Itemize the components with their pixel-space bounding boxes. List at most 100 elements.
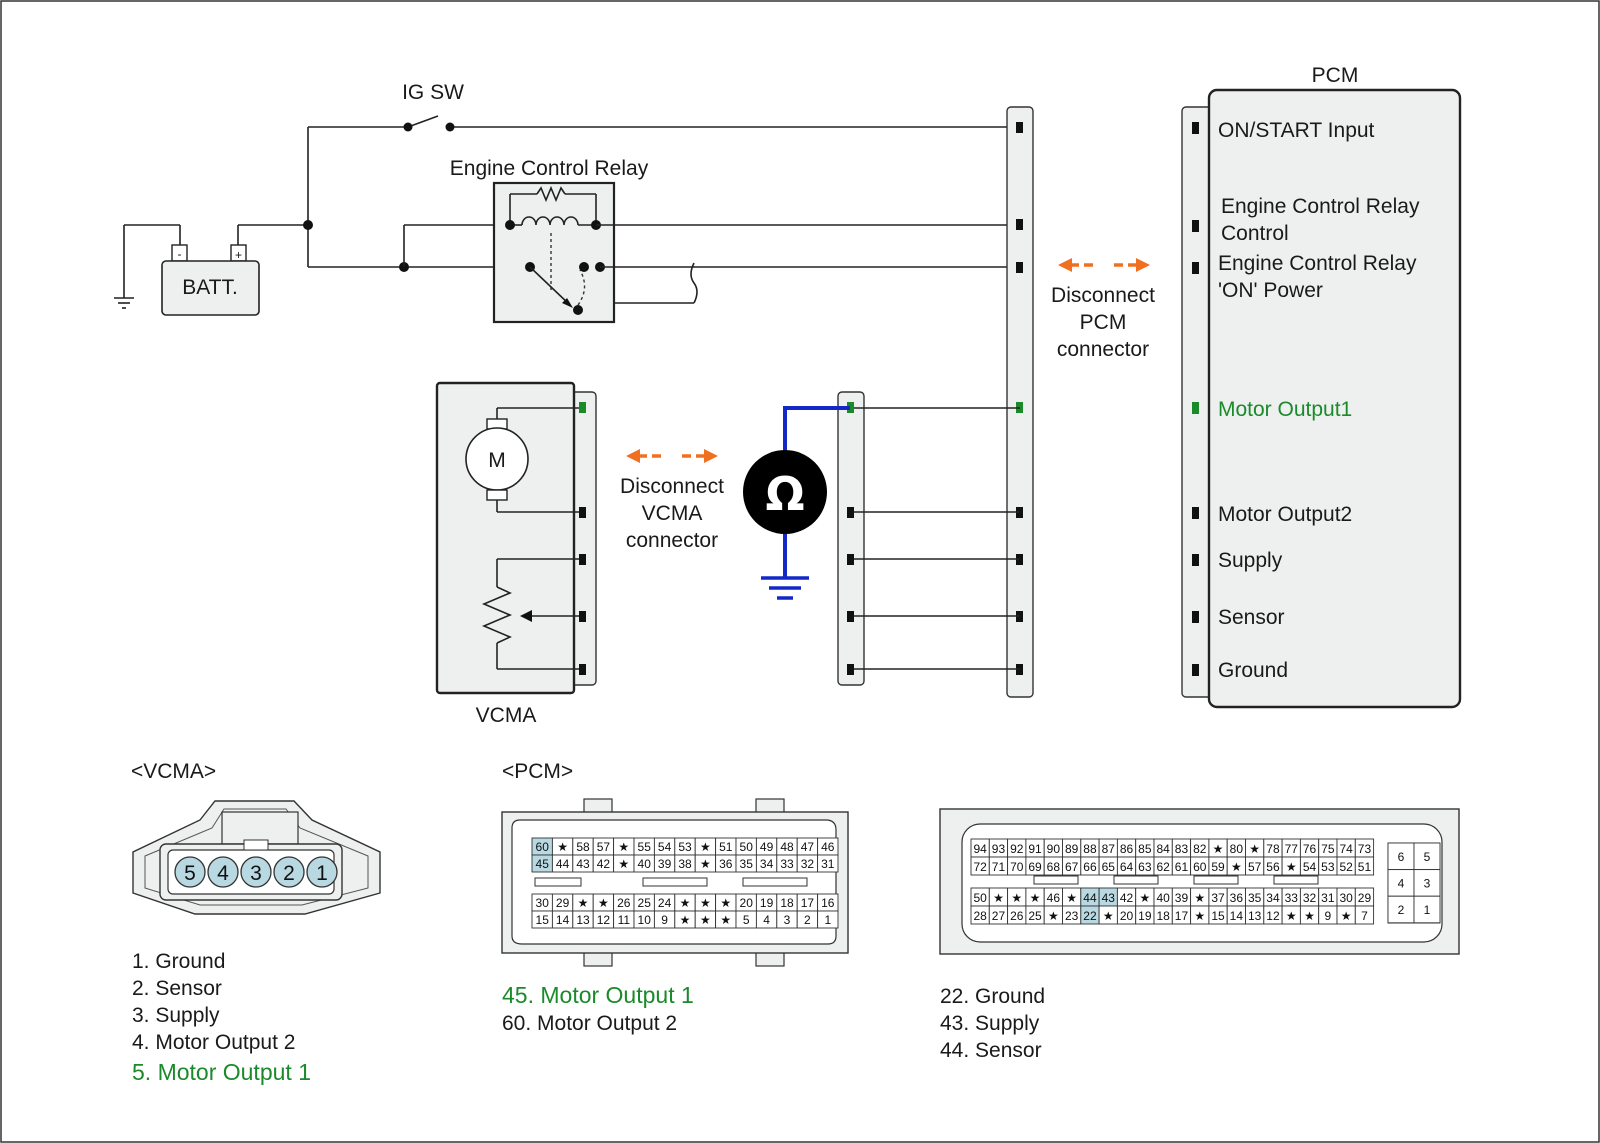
disconnect-vcma-line3: connector bbox=[626, 529, 718, 552]
pcm-a-pin-unused: ★ bbox=[694, 910, 717, 929]
svg-text:★: ★ bbox=[578, 896, 589, 910]
svg-text:3: 3 bbox=[250, 862, 262, 885]
pcm-legend-a-1: 45. Motor Output 1 bbox=[502, 982, 694, 1008]
engine-control-relay bbox=[492, 181, 1020, 324]
svg-text:★: ★ bbox=[1286, 860, 1297, 874]
vcma-pin-4: 4 bbox=[207, 856, 239, 888]
relay-label: Engine Control Relay bbox=[450, 157, 649, 180]
pcm-b-pin-69: 69 bbox=[1025, 856, 1045, 876]
pcm-a-pin-unused: ★ bbox=[613, 837, 635, 856]
pcm-a-pin-unused: ★ bbox=[715, 893, 737, 912]
pcm-b-pin-22: 22 bbox=[1080, 905, 1100, 925]
pcm-b-side-pin-4: 4 bbox=[1387, 869, 1415, 897]
svg-text:46: 46 bbox=[1047, 891, 1061, 905]
svg-text:77: 77 bbox=[1285, 842, 1299, 856]
svg-text:34: 34 bbox=[760, 857, 774, 871]
pcm-a-pin-36: 36 bbox=[715, 854, 737, 873]
pcm-b-pin-40: 40 bbox=[1153, 887, 1173, 907]
svg-text:36: 36 bbox=[1230, 891, 1244, 905]
pcm-a-pin-54: 54 bbox=[653, 837, 676, 856]
pcm-b-pin-unused: ★ bbox=[1336, 905, 1356, 925]
pcm-connector-a-face bbox=[501, 798, 849, 967]
pcm-b-pin-32: 32 bbox=[1299, 887, 1320, 907]
pcm-a-pin-2: 2 bbox=[796, 910, 819, 929]
pcm-b-pin-92: 92 bbox=[1007, 838, 1027, 858]
battery-minus-label: - bbox=[178, 247, 182, 261]
vcma-pin-1: 1 bbox=[306, 856, 338, 888]
svg-text:3: 3 bbox=[1424, 877, 1431, 891]
pcm-a-pin-35: 35 bbox=[735, 854, 757, 873]
svg-text:82: 82 bbox=[1193, 842, 1207, 856]
svg-text:30: 30 bbox=[1339, 891, 1353, 905]
pcm-b-pin-54: 54 bbox=[1299, 856, 1320, 876]
pcm-a-pin-31: 31 bbox=[817, 854, 839, 873]
pcm-b-pin-56: 56 bbox=[1263, 856, 1283, 876]
svg-text:91: 91 bbox=[1028, 842, 1042, 856]
pcm-b-pin-42: 42 bbox=[1116, 887, 1137, 907]
svg-text:39: 39 bbox=[1175, 891, 1189, 905]
svg-text:50: 50 bbox=[973, 891, 987, 905]
pcm-b-pin-unused: ★ bbox=[1190, 905, 1210, 925]
pcm-b-pin-82: 82 bbox=[1190, 838, 1210, 858]
svg-text:37: 37 bbox=[1211, 891, 1225, 905]
svg-text:35: 35 bbox=[1248, 891, 1262, 905]
pcm-b-pin-61: 61 bbox=[1171, 856, 1192, 876]
pcm-a-pin-50: 50 bbox=[735, 837, 757, 856]
pcm-b-pin-18: 18 bbox=[1153, 905, 1173, 925]
svg-text:23: 23 bbox=[1065, 909, 1079, 923]
pcm-b-pin-59: 59 bbox=[1208, 856, 1228, 876]
svg-text:44: 44 bbox=[1083, 891, 1097, 905]
pcm-b-pin-50: 50 bbox=[970, 887, 990, 907]
pcm-b-pin-29: 29 bbox=[1354, 887, 1375, 907]
pcm-a-pin-29: 29 bbox=[551, 893, 574, 912]
svg-text:62: 62 bbox=[1156, 860, 1170, 874]
pcm-a-pin-9: 9 bbox=[653, 910, 676, 929]
pcm-a-pin-58: 58 bbox=[572, 837, 594, 856]
svg-text:10: 10 bbox=[638, 913, 652, 927]
pcm-a-pin-39: 39 bbox=[653, 854, 676, 873]
svg-text:75: 75 bbox=[1321, 842, 1335, 856]
svg-text:18: 18 bbox=[1156, 909, 1170, 923]
svg-text:15: 15 bbox=[536, 913, 550, 927]
svg-text:39: 39 bbox=[658, 857, 672, 871]
vcma-legend-1: 1. Ground bbox=[132, 950, 225, 973]
pcm-b-pin-65: 65 bbox=[1098, 856, 1118, 876]
pcm-a-pin-unused: ★ bbox=[613, 854, 635, 873]
svg-text:85: 85 bbox=[1138, 842, 1152, 856]
svg-text:33: 33 bbox=[1285, 891, 1299, 905]
pcm-a-pin-33: 33 bbox=[776, 854, 798, 873]
svg-text:12: 12 bbox=[597, 913, 611, 927]
svg-text:69: 69 bbox=[1028, 860, 1042, 874]
pcm-a-pin-44: 44 bbox=[551, 854, 574, 873]
svg-text:★: ★ bbox=[700, 857, 711, 871]
svg-text:57: 57 bbox=[1248, 860, 1262, 874]
svg-text:50: 50 bbox=[740, 840, 754, 854]
pcm-b-pin-15: 15 bbox=[1208, 905, 1228, 925]
svg-text:43: 43 bbox=[576, 857, 590, 871]
svg-text:94: 94 bbox=[973, 842, 987, 856]
pcm-a-pin-unused: ★ bbox=[551, 837, 574, 856]
svg-text:★: ★ bbox=[700, 840, 711, 854]
pcm-b-pin-77: 77 bbox=[1281, 838, 1301, 858]
svg-text:45: 45 bbox=[536, 857, 550, 871]
svg-text:13: 13 bbox=[576, 913, 590, 927]
pcm-a-pin-unused: ★ bbox=[592, 893, 615, 912]
pcm-a-pin-4: 4 bbox=[755, 910, 778, 929]
svg-text:92: 92 bbox=[1010, 842, 1024, 856]
svg-text:7: 7 bbox=[1361, 909, 1368, 923]
pcm-pin-legend-b: 22. Ground 43. Supply 44. Sensor bbox=[940, 985, 1045, 1062]
pcm-b-pin-unused: ★ bbox=[1098, 905, 1118, 925]
pcm-a-pin-unused: ★ bbox=[694, 837, 717, 856]
svg-text:3: 3 bbox=[784, 913, 791, 927]
svg-text:1: 1 bbox=[824, 913, 831, 927]
ig-switch-label: IG SW bbox=[402, 81, 464, 104]
svg-text:47: 47 bbox=[801, 840, 815, 854]
pcm-a-pin-14: 14 bbox=[551, 910, 574, 929]
svg-text:★: ★ bbox=[680, 896, 691, 910]
pcm-module bbox=[1207, 88, 1462, 709]
pcm-a-pin-10: 10 bbox=[633, 910, 655, 929]
svg-text:28: 28 bbox=[973, 909, 987, 923]
svg-text:20: 20 bbox=[740, 896, 754, 910]
svg-text:86: 86 bbox=[1120, 842, 1134, 856]
